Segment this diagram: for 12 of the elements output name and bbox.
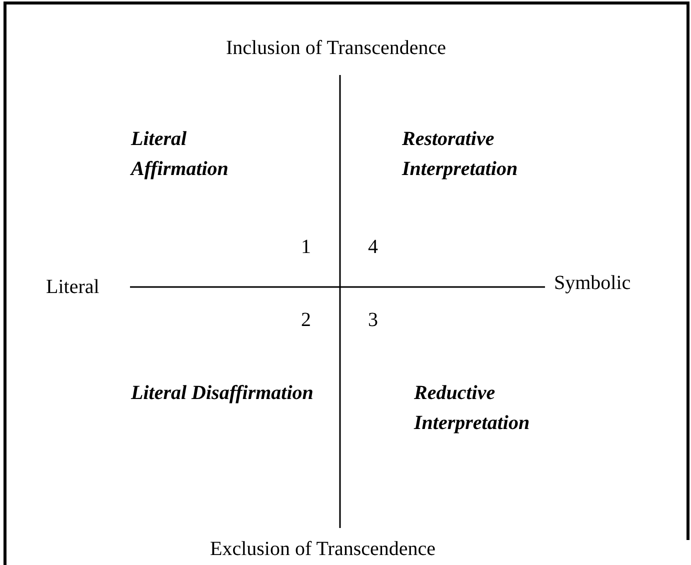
quadrant-title: Literal Affirmation [131,127,230,182]
quadrant-number: 1 [301,235,311,259]
quadrant-number: 3 [368,308,378,332]
quadrant-number: 4 [368,235,378,259]
quadrant-title: Restorative Interpretation [402,127,519,182]
axis-label: Exclusion of Transcendence [210,537,436,561]
quadrant-number: 2 [301,308,311,332]
quadrant-title: Literal Disaffirmation [131,381,314,406]
axis-label: Inclusion of Transcendence [226,36,446,60]
axis-label: Literal [46,275,100,299]
axis-label: Symbolic [554,271,631,295]
quadrant-title: Reductive Interpretation [414,381,531,436]
